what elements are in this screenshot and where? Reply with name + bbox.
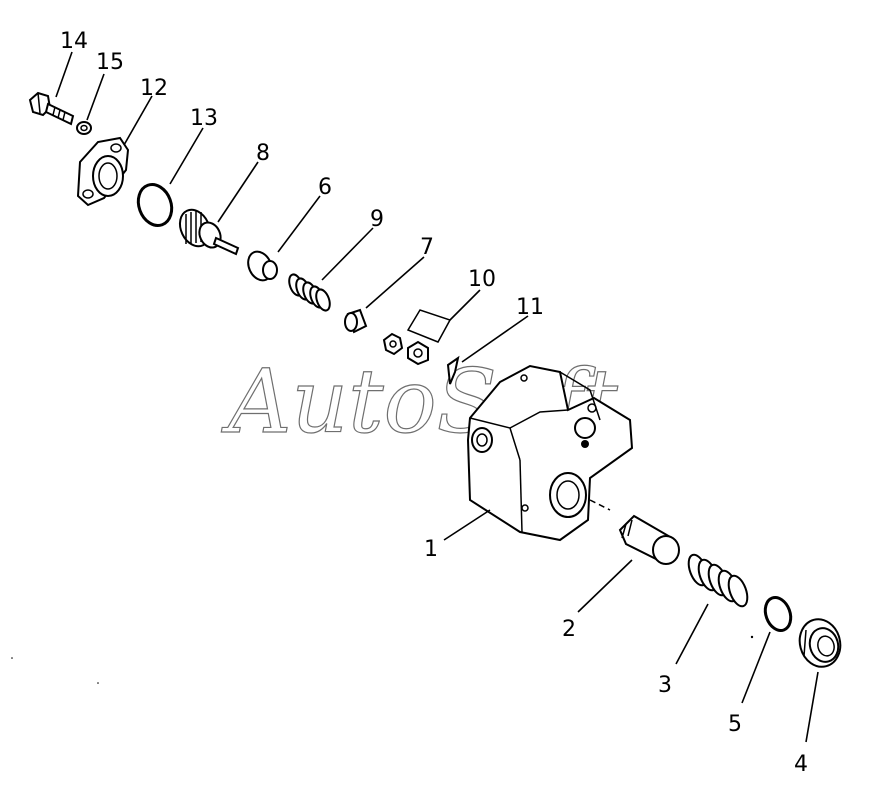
part-13-o-ring <box>136 183 174 227</box>
leader-5 <box>741 631 771 704</box>
callout-15: 15 <box>96 50 124 75</box>
callout-10: 10 <box>468 267 496 292</box>
part-14-bolt <box>28 91 75 126</box>
leader-11 <box>461 315 529 363</box>
part-8-plug-with-pin <box>178 208 240 256</box>
leader-2 <box>577 559 633 613</box>
callout-4: 4 <box>794 752 808 777</box>
callout-2: 2 <box>562 617 576 642</box>
part-11-pin <box>446 355 460 385</box>
callout-7: 7 <box>420 235 434 260</box>
leader-3 <box>675 603 709 665</box>
part-4-plug <box>798 618 842 668</box>
leader-9 <box>321 227 374 281</box>
part-1-valve-body <box>466 364 634 542</box>
leader-6 <box>277 195 321 253</box>
leader-15 <box>86 73 105 121</box>
part-3-spring <box>687 553 749 608</box>
part-9-spring <box>288 273 331 312</box>
callout-5: 5 <box>728 712 742 737</box>
part-12-flange-cover <box>76 136 130 207</box>
leader-8 <box>217 161 259 223</box>
leader-13 <box>169 127 204 185</box>
callout-labels: 14 15 12 13 8 6 9 7 10 11 1 2 3 5 4 <box>60 29 808 777</box>
callout-11: 11 <box>516 295 544 320</box>
callout-13: 13 <box>190 106 218 131</box>
leader-7 <box>365 256 425 309</box>
part-2-spool <box>618 514 680 565</box>
callout-3: 3 <box>658 673 672 698</box>
part-5-o-ring <box>763 596 793 632</box>
leader-14 <box>55 51 73 98</box>
part-6-retainer <box>247 250 278 282</box>
leader-10 <box>449 289 481 321</box>
leader-lines <box>55 51 819 743</box>
part-7-spacer <box>344 308 368 334</box>
part-15-washer <box>76 121 92 135</box>
leader-1 <box>443 509 491 541</box>
callout-14: 14 <box>60 29 88 54</box>
scan-specks <box>11 635 754 684</box>
callout-1: 1 <box>424 537 438 562</box>
leader-12 <box>123 95 153 146</box>
callout-12: 12 <box>140 76 168 101</box>
callout-8: 8 <box>256 141 270 166</box>
callout-9: 9 <box>370 207 384 232</box>
leader-4 <box>805 671 819 743</box>
callout-6: 6 <box>318 175 332 200</box>
